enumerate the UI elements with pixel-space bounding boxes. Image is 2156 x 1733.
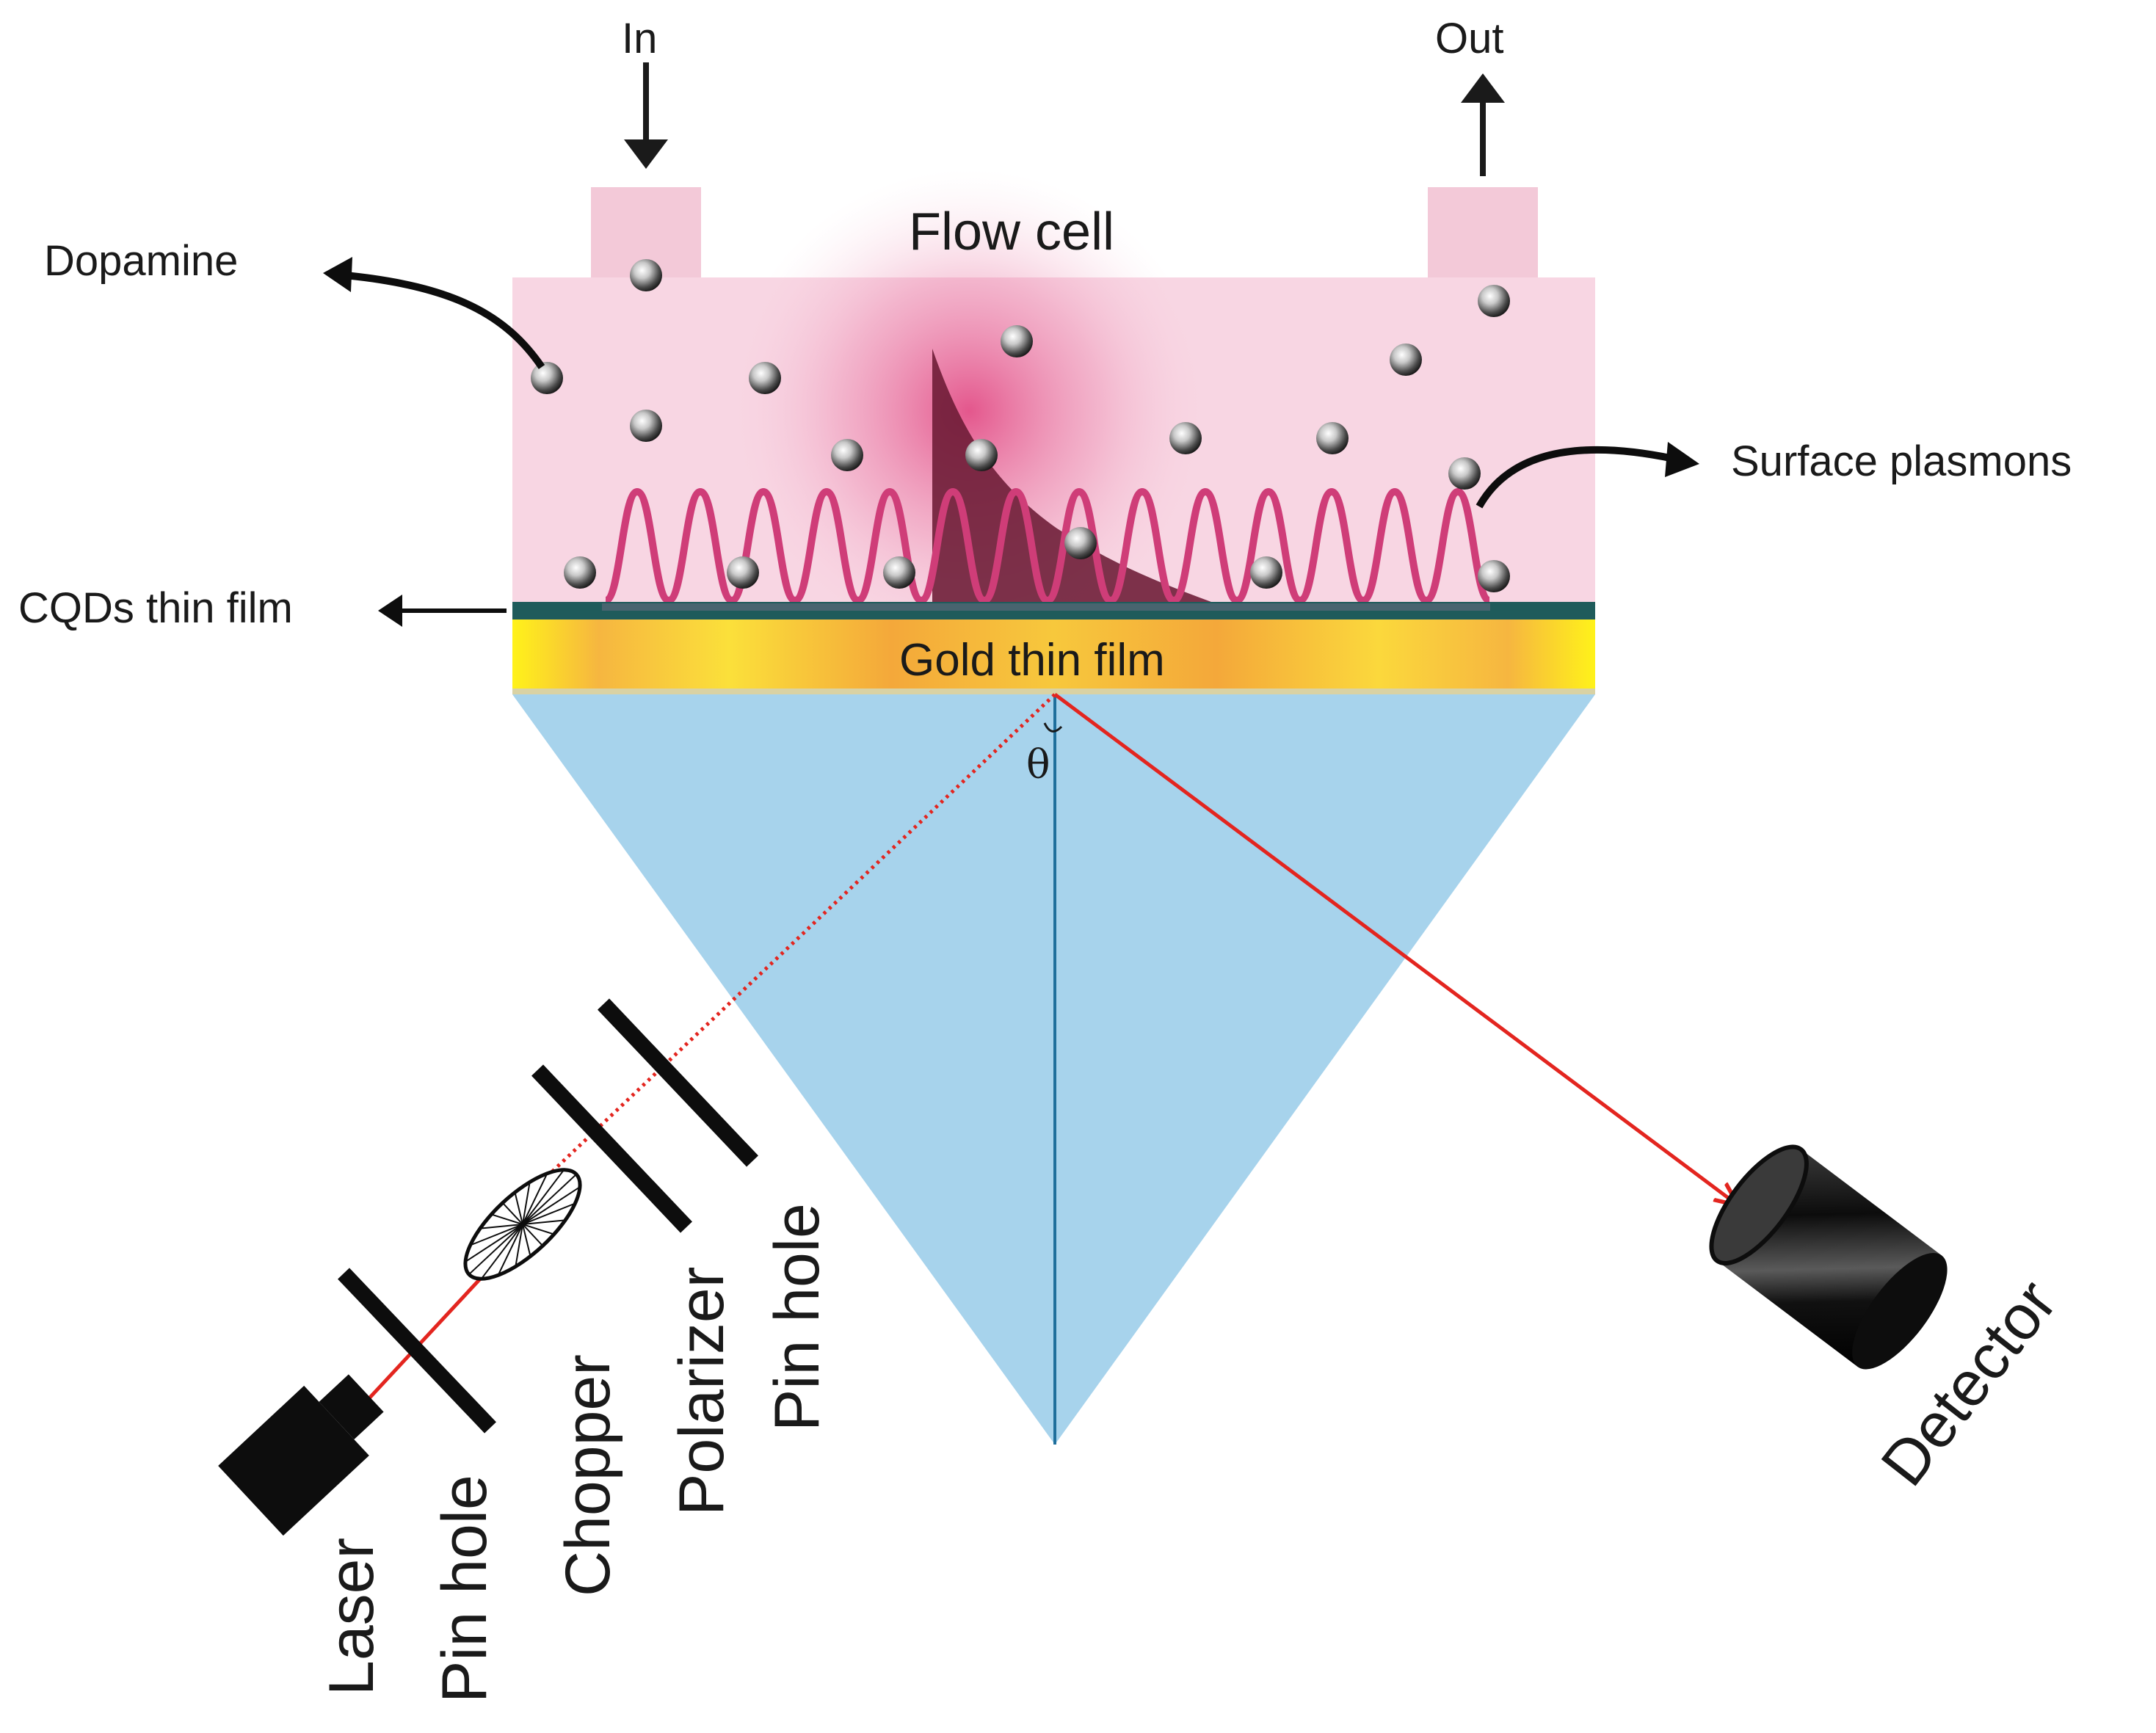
gold-thin-film xyxy=(512,620,1595,693)
dopamine-molecules xyxy=(531,259,1510,592)
cqds-label: CQDs thin film xyxy=(18,584,293,632)
surface-plasmons-pointer xyxy=(1476,446,1675,509)
dopamine-molecule-icon xyxy=(1064,527,1097,559)
dopamine-molecule-icon xyxy=(1448,457,1481,490)
pin-hole-1 xyxy=(338,1268,496,1434)
dopamine-molecule-icon xyxy=(630,410,662,442)
gold-film-label: Gold thin film xyxy=(899,635,1165,686)
chopper-label: Chopper xyxy=(553,1354,623,1596)
outlet-port xyxy=(1428,187,1538,279)
laser-source-icon xyxy=(218,1374,384,1536)
inlet-arrowhead xyxy=(624,139,668,169)
pin-hole-2 xyxy=(598,998,758,1167)
dopamine-molecule-icon xyxy=(727,556,759,589)
laser-label: Laser xyxy=(316,1538,387,1696)
dopamine-molecule-icon xyxy=(965,439,998,471)
dopamine-molecule-icon xyxy=(1169,422,1202,454)
dopamine-molecule-icon xyxy=(883,556,915,589)
dopamine-molecule-icon xyxy=(1390,344,1422,376)
polarizer xyxy=(531,1064,692,1233)
dopamine-molecule-icon xyxy=(1001,325,1033,357)
pin-hole-2-label: Pin hole xyxy=(762,1203,832,1431)
dopamine-molecule-icon xyxy=(1316,422,1349,454)
inlet-label: In xyxy=(622,15,657,62)
dopamine-molecule-icon xyxy=(531,362,563,394)
surface-plasmons-label: Surface plasmons xyxy=(1731,437,2072,485)
dopamine-molecule-icon xyxy=(1478,560,1510,592)
dopamine-molecule-icon xyxy=(831,439,863,471)
dopamine-molecule-icon xyxy=(1250,556,1282,589)
dopamine-molecule-icon xyxy=(564,556,596,589)
outlet-label: Out xyxy=(1435,15,1504,62)
flow-cell-label: Flow cell xyxy=(909,203,1114,261)
chopper-wheel-icon xyxy=(463,1168,582,1281)
surface-plasmon-wave xyxy=(603,487,1492,605)
reflected-beam xyxy=(1053,692,1736,1204)
pin-hole-1-label: Pin hole xyxy=(429,1475,500,1703)
polarizer-label: Polarizer xyxy=(667,1267,737,1516)
outlet-arrowhead xyxy=(1461,73,1505,103)
dopamine-molecule-icon xyxy=(749,362,781,394)
dopamine-label: Dopamine xyxy=(44,237,238,285)
cqds-thin-film xyxy=(512,602,1595,620)
cylinder-detector-icon xyxy=(1709,1144,1948,1370)
dopamine-molecule-icon xyxy=(1478,285,1510,317)
angle-arc xyxy=(1043,722,1063,733)
angle-label: θ xyxy=(1026,741,1050,788)
dopamine-pointer xyxy=(344,272,545,369)
dopamine-molecule-icon xyxy=(630,259,662,291)
